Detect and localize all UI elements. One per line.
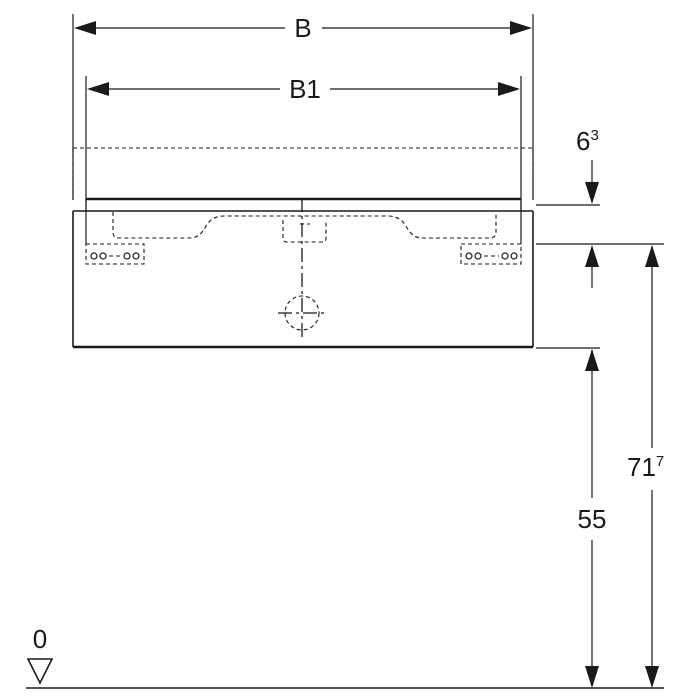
arrowhead-total-down [645,666,659,688]
dimension-b1: B1 [85,74,522,244]
level-marker-icon [26,658,54,685]
arrowhead-total-up [645,245,659,267]
arrowhead-b1-left [87,82,109,96]
drain-outlet [284,295,320,331]
cabinet-body [72,210,534,349]
countertop [85,197,522,212]
basin-hidden-contour [112,212,497,243]
label-total-height-sup: 7 [656,453,664,470]
mirror-outline [72,147,534,200]
arrowhead-offset-down [585,182,599,204]
label-b1: B1 [289,74,321,104]
label-top-offset-sup: 3 [590,127,598,144]
dimension-top-offset: 63 [536,126,664,288]
label-floor-level: 0 [33,624,47,654]
arrowhead-bottom-down [585,666,599,688]
arrowhead-offset-up [585,245,599,267]
label-bottom-height: 55 [578,504,607,534]
label-top-offset: 63 [576,126,599,156]
arrowhead-bottom-up [585,349,599,371]
dimension-bottom-height: 55 [536,347,607,688]
arrowhead-b-left [74,21,96,35]
right-mounting-bracket [460,243,522,265]
label-top-offset-base: 6 [576,126,590,156]
center-axis [278,198,326,340]
label-b: B [294,13,311,43]
label-total-height: 717 [627,452,664,482]
floor-reference: 0 [26,624,664,689]
arrowhead-b-right [510,21,532,35]
dimension-total-height: 717 [627,245,664,688]
dimension-b: B [72,13,534,200]
label-total-height-base: 71 [627,452,656,482]
arrowhead-b1-right [498,82,520,96]
left-mounting-bracket [85,243,145,265]
